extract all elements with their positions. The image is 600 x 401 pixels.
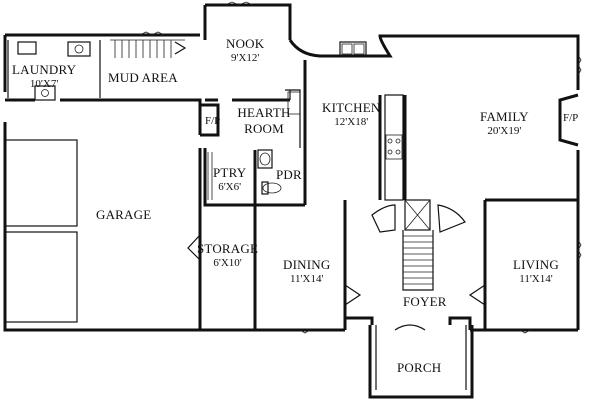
storage-label: STORAGE 6'X10' <box>197 241 258 269</box>
storage-name: STORAGE <box>197 241 259 256</box>
dining-name: DINING <box>283 257 331 272</box>
hearth-room-name: HEARTH ROOM <box>237 105 291 136</box>
foyer-name: FOYER <box>403 294 447 309</box>
window-marks <box>139 1 582 334</box>
pantry-dim: 6'X6' <box>218 181 242 193</box>
living-label: LIVING 11'X14' <box>513 257 559 285</box>
hearth-counter <box>285 89 301 148</box>
kitchen-island <box>384 94 404 201</box>
nook-label: NOOK 9'X12' <box>226 36 264 64</box>
family-fireplace-shape <box>558 93 579 147</box>
dining-label: DINING 11'X14' <box>283 257 330 285</box>
pantry-name: PTRY <box>213 165 247 180</box>
family-label: FAMILY 20'X19' <box>480 109 529 137</box>
laundry-fixtures <box>17 41 91 101</box>
foyer-label: FOYER <box>403 294 447 310</box>
living-dim: 11'X14' <box>519 273 553 285</box>
kitchen-label: KITCHEN 12'X18' <box>322 100 380 128</box>
powder-name: PDR <box>276 167 302 182</box>
foyer-columns <box>344 284 486 306</box>
porch-outline <box>368 324 474 399</box>
family-dim: 20'X19' <box>487 125 522 137</box>
hearth-fireplace-shape <box>200 103 220 137</box>
mud-area-label: MUD AREA <box>108 70 178 86</box>
garage-label: GARAGE <box>96 207 151 223</box>
powder-fixtures <box>257 149 282 195</box>
laundry-name: LAUNDRY <box>12 62 77 77</box>
mud-area-name: MUD AREA <box>108 70 178 85</box>
pantry-shelves <box>207 152 213 200</box>
laundry-dim: 10'X7' <box>29 78 59 90</box>
kitchen-sink <box>339 41 367 57</box>
storage-dim: 6'X10' <box>213 257 242 269</box>
mud-stair <box>110 39 187 58</box>
hearth-fireplace-label: F/P <box>205 115 221 127</box>
porch-label: PORCH <box>397 360 441 376</box>
nook-dim: 9'X12' <box>230 52 260 64</box>
porch-name: PORCH <box>397 360 442 375</box>
laundry-label: LAUNDRY 10'X7' <box>12 62 76 90</box>
interior-walls <box>5 40 578 330</box>
garage-bays <box>4 139 78 323</box>
dining-dim: 11'X14' <box>289 273 324 285</box>
family-fireplace-label: F/P <box>563 112 579 124</box>
foyer-stair <box>371 199 466 291</box>
living-name: LIVING <box>513 257 559 272</box>
garage-name: GARAGE <box>96 207 152 222</box>
family-name: FAMILY <box>480 109 529 124</box>
hearth-room-label: HEARTH ROOM <box>236 105 292 137</box>
storage-jamb <box>187 234 201 261</box>
kitchen-dim: 12'X18' <box>334 116 369 128</box>
kitchen-name: KITCHEN <box>322 100 381 115</box>
nook-name: NOOK <box>226 36 265 51</box>
powder-label: PDR <box>276 167 302 183</box>
pantry-label: PTRY 6'X6' <box>213 165 246 193</box>
